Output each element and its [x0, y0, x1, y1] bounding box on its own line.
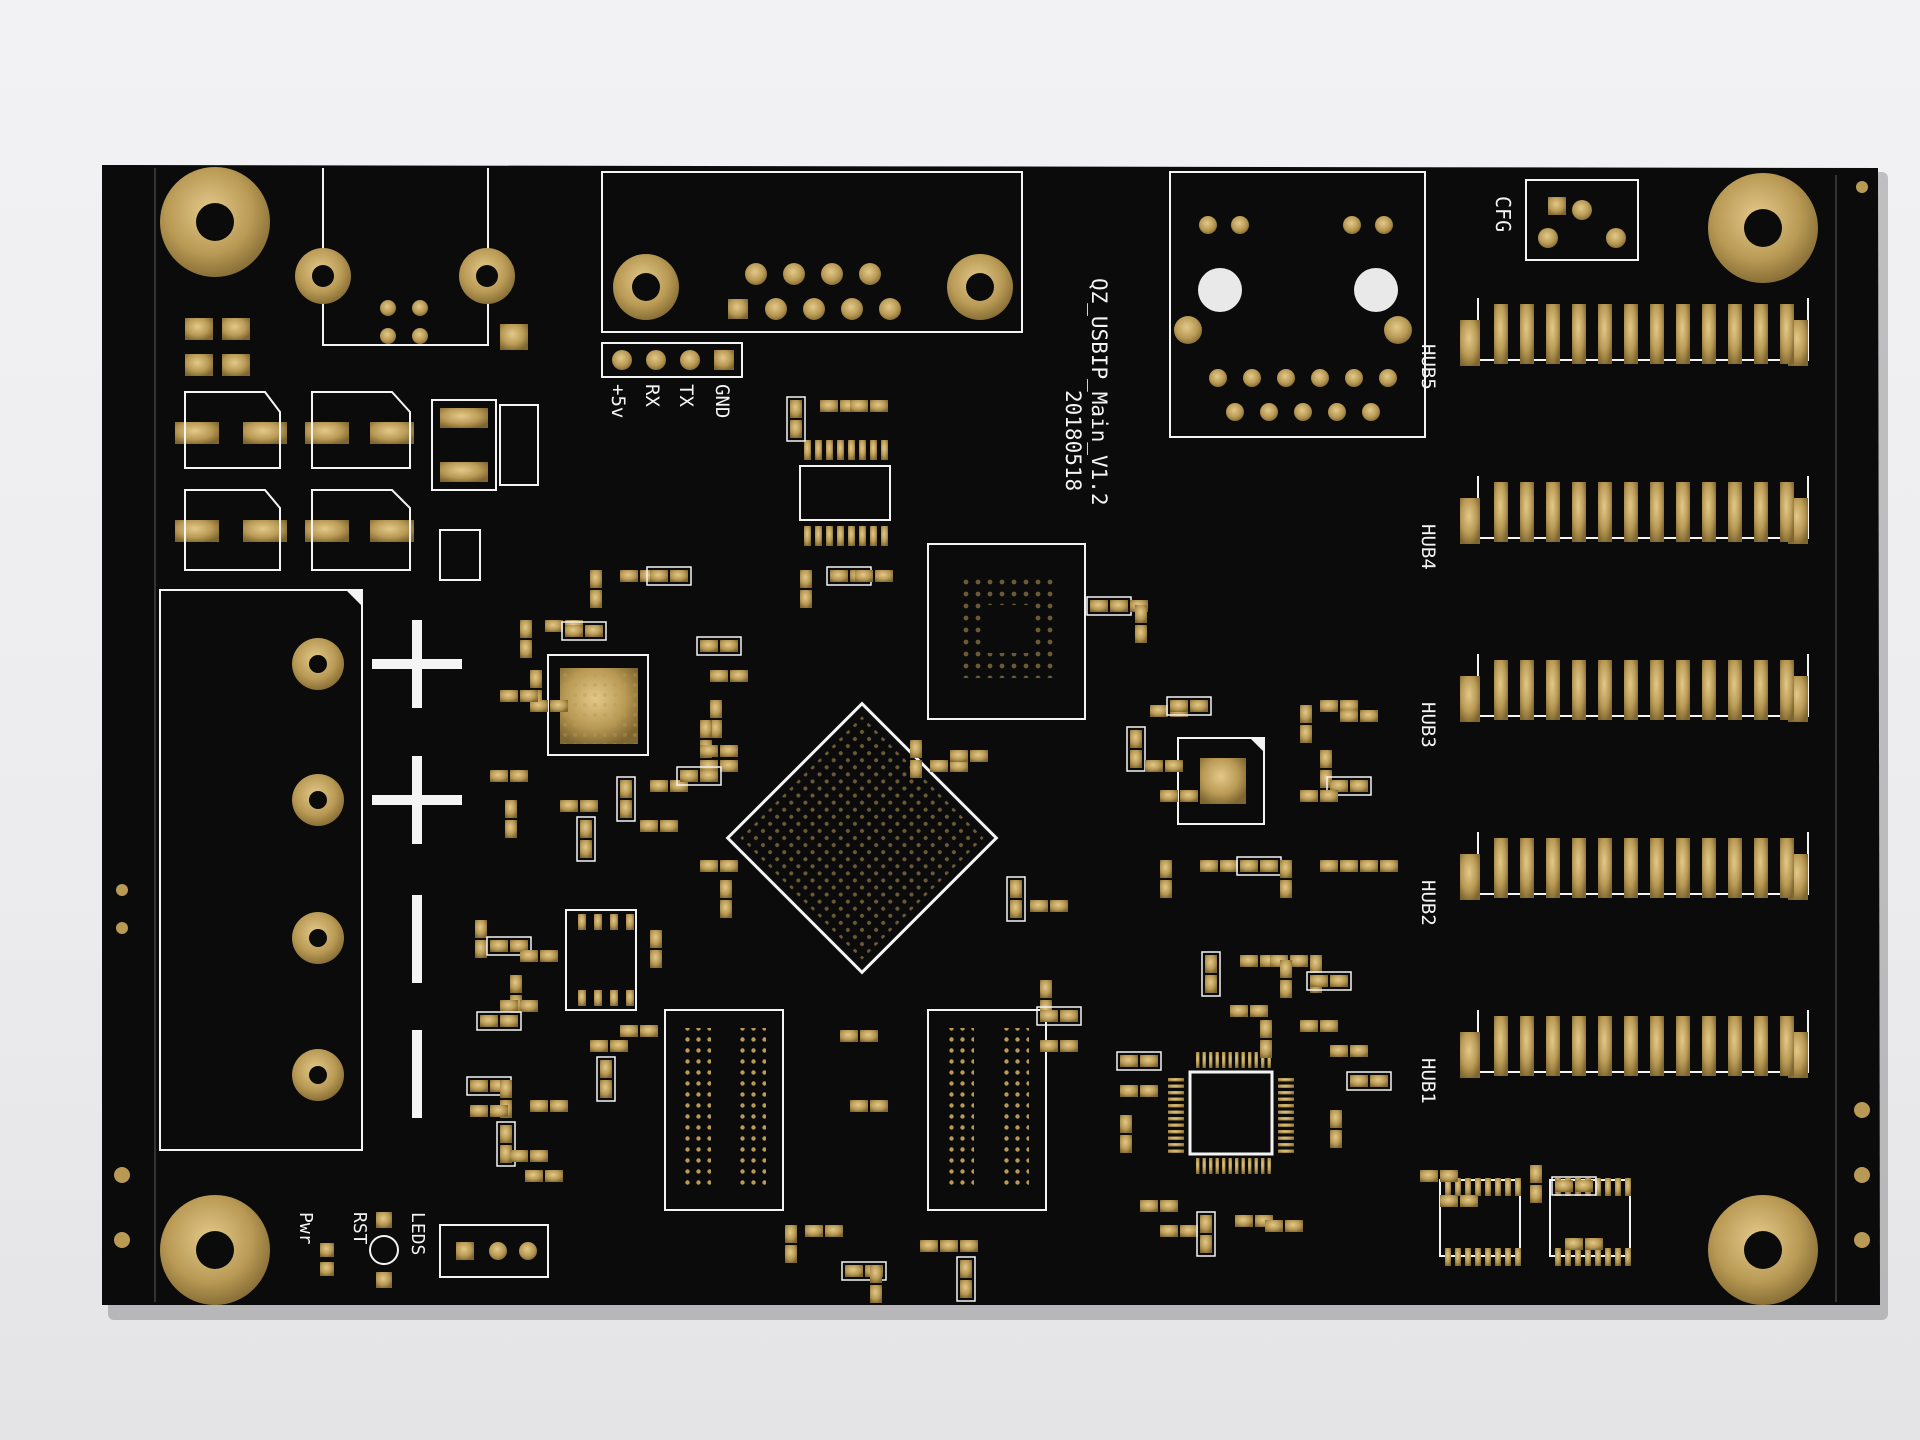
hub-connector — [1460, 298, 1809, 366]
pcb-board — [102, 165, 1880, 1305]
mounting-hole — [160, 167, 270, 277]
emmc-bga — [927, 543, 1086, 720]
passive-components — [466, 396, 1603, 1303]
label-leds: LEDS — [407, 1212, 428, 1255]
cfg-jumper: CFG — [1491, 179, 1639, 261]
label-cfg: CFG — [1491, 196, 1515, 232]
soic-ic — [565, 909, 637, 1011]
mounting-hole — [160, 1195, 270, 1305]
qfp-ethernet-phy — [547, 654, 649, 756]
power-terminal-block — [159, 589, 462, 1151]
soc-bga — [725, 701, 999, 975]
label-hub2: HUB2 — [1417, 880, 1439, 926]
qfn-usb-hub-ic — [1177, 737, 1265, 825]
label-hub5: HUB5 — [1417, 344, 1439, 390]
mounting-hole — [1708, 1195, 1818, 1305]
label-5v: +5v — [607, 384, 629, 418]
label-hub1: HUB1 — [1417, 1058, 1439, 1104]
board-date: 20180518 — [1061, 390, 1085, 491]
hub-connector — [1460, 1010, 1809, 1078]
ddr-memory-2 — [927, 1009, 1047, 1211]
label-rst: RST — [349, 1212, 370, 1245]
hub-connector — [1460, 476, 1809, 544]
ddr-memory-1 — [664, 1009, 784, 1211]
rj45-connector-footprint — [1169, 171, 1426, 438]
db9-connector-footprint — [601, 171, 1023, 333]
hub-connector — [1460, 832, 1809, 900]
label-pwr: Pwr — [295, 1212, 316, 1245]
label-rx: RX — [641, 384, 663, 407]
reset-button-footprint — [369, 1212, 399, 1288]
qfp-microcontroller — [1168, 1052, 1294, 1174]
power-jack-footprint — [295, 168, 515, 346]
mounting-hole — [1708, 173, 1818, 283]
pwr-led — [320, 1243, 334, 1276]
uart-header: +5v RX TX GND — [601, 342, 743, 418]
hub-connector — [1460, 654, 1809, 722]
label-tx: TX — [675, 384, 697, 407]
polarity-marks — [372, 620, 462, 1118]
ssop-ic — [799, 440, 891, 546]
label-hub4: HUB4 — [1417, 524, 1439, 570]
board-id: QZ_USBIP_Main_V1.2 — [1087, 278, 1111, 506]
leds-header — [439, 1224, 549, 1278]
label-gnd: GND — [711, 384, 733, 418]
usb-hub-connectors — [1460, 298, 1809, 1078]
label-hub3: HUB3 — [1417, 702, 1439, 748]
